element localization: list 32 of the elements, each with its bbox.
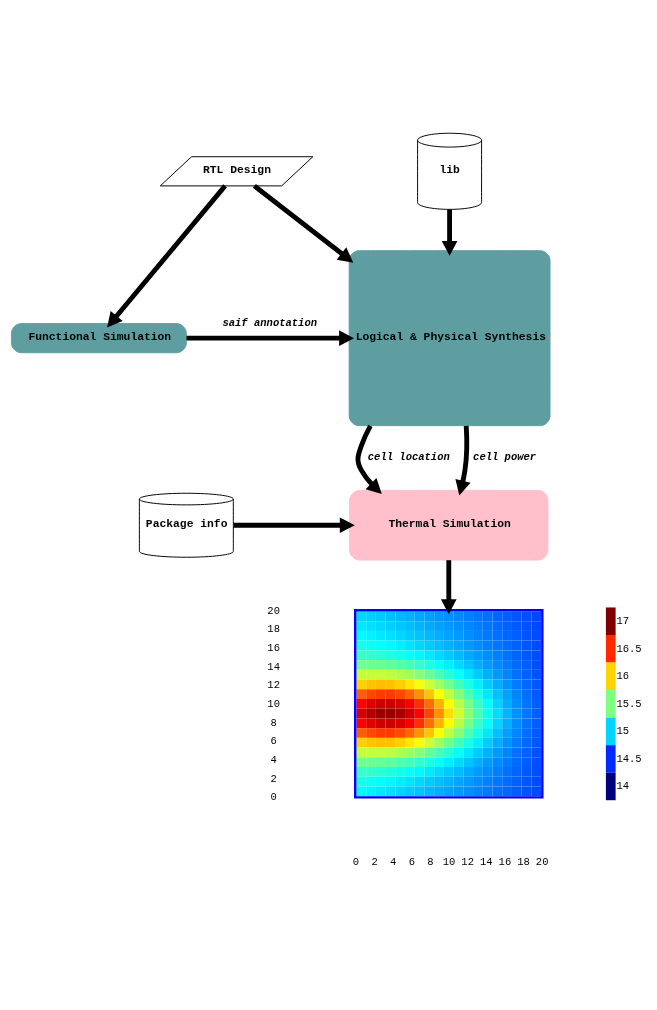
label: 6 (408, 855, 415, 868)
label: 14 (616, 780, 630, 793)
label: 0 (270, 791, 277, 804)
label: 15 (616, 725, 630, 738)
edge-label: cell location (367, 450, 450, 463)
label: 0 (352, 855, 360, 868)
label: 16 (498, 855, 512, 868)
label: 18 (517, 855, 530, 868)
label: 6 (270, 735, 277, 748)
label: 12 (461, 855, 474, 868)
label: 8 (270, 716, 277, 729)
label: 20 (267, 604, 280, 617)
label: 2 (371, 855, 378, 868)
label: 14.5 (616, 752, 642, 765)
label: 2 (270, 772, 277, 785)
label: 14 (479, 855, 493, 868)
label: 12 (267, 679, 280, 692)
label: 4 (390, 855, 397, 868)
label: 16 (267, 642, 280, 655)
label: 20 (535, 855, 549, 868)
edge-label: saif annotation (222, 316, 318, 329)
label: 18 (267, 623, 280, 636)
label: 16 (616, 670, 630, 683)
label: 10 (442, 855, 456, 868)
label: 17 (616, 614, 630, 627)
edge-label: cell power (473, 450, 537, 463)
label: 14 (267, 660, 280, 673)
label: 10 (267, 698, 280, 710)
label: 16.5 (616, 642, 642, 655)
label: 15.5 (616, 697, 642, 710)
label: 8 (427, 855, 434, 868)
label: 4 (270, 753, 277, 766)
